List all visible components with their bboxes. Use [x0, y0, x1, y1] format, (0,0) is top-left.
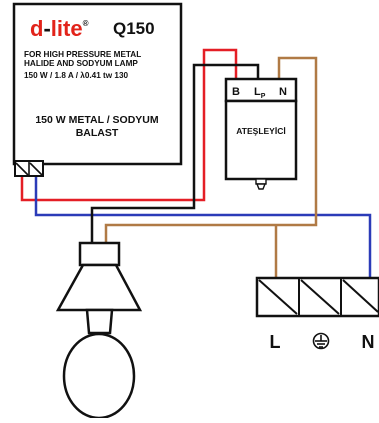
brown-wire	[104, 56, 318, 243]
brand-d: d	[30, 16, 43, 41]
ballast-desc-line1: FOR HIGH PRESSURE METAL	[24, 50, 141, 59]
lamp	[55, 241, 143, 420]
supply-terminal-block: L N	[255, 276, 379, 352]
igniter-terminal-lp: LP	[254, 86, 266, 100]
supply-label-l: L	[270, 332, 281, 352]
brand-reg: ®	[83, 19, 89, 28]
lamp-neck	[85, 308, 114, 335]
ballast-box: d-lite® Q150 FOR HIGH PRESSURE METAL HAL…	[12, 2, 183, 177]
ballast-label-line2: BALAST	[76, 127, 119, 139]
lamp-bulb	[62, 332, 136, 420]
blue-wire	[34, 175, 372, 278]
ground-icon	[312, 332, 330, 350]
igniter-terminal-n: N	[279, 86, 287, 98]
supply-label-n: N	[362, 332, 375, 352]
red-wire	[20, 48, 238, 202]
ballast-label-line1: 150 W METAL / SODYUM	[35, 114, 159, 126]
ballast-desc-line2: HALIDE AND SODYUM LAMP	[24, 59, 138, 68]
brand-lite: lite	[51, 16, 83, 41]
igniter-stud	[255, 178, 267, 190]
wires	[20, 48, 372, 278]
igniter-label: ATEŞLEYİCİ	[236, 126, 285, 136]
igniter: B LP N ATEŞLEYİCİ	[224, 77, 298, 190]
black-wire	[90, 63, 260, 243]
ballast-spec: 150 W / 1.8 A / λ0.41 tw 130	[24, 71, 129, 80]
lamp-reflector	[55, 263, 143, 312]
igniter-terminal-b: B	[232, 86, 240, 98]
brand-logo: d-lite®	[30, 16, 89, 41]
brand-dash: -	[43, 16, 50, 41]
ballast-terminal-block	[15, 161, 43, 176]
lamp-socket-top	[78, 241, 121, 267]
ballast-model: Q150	[113, 19, 155, 38]
